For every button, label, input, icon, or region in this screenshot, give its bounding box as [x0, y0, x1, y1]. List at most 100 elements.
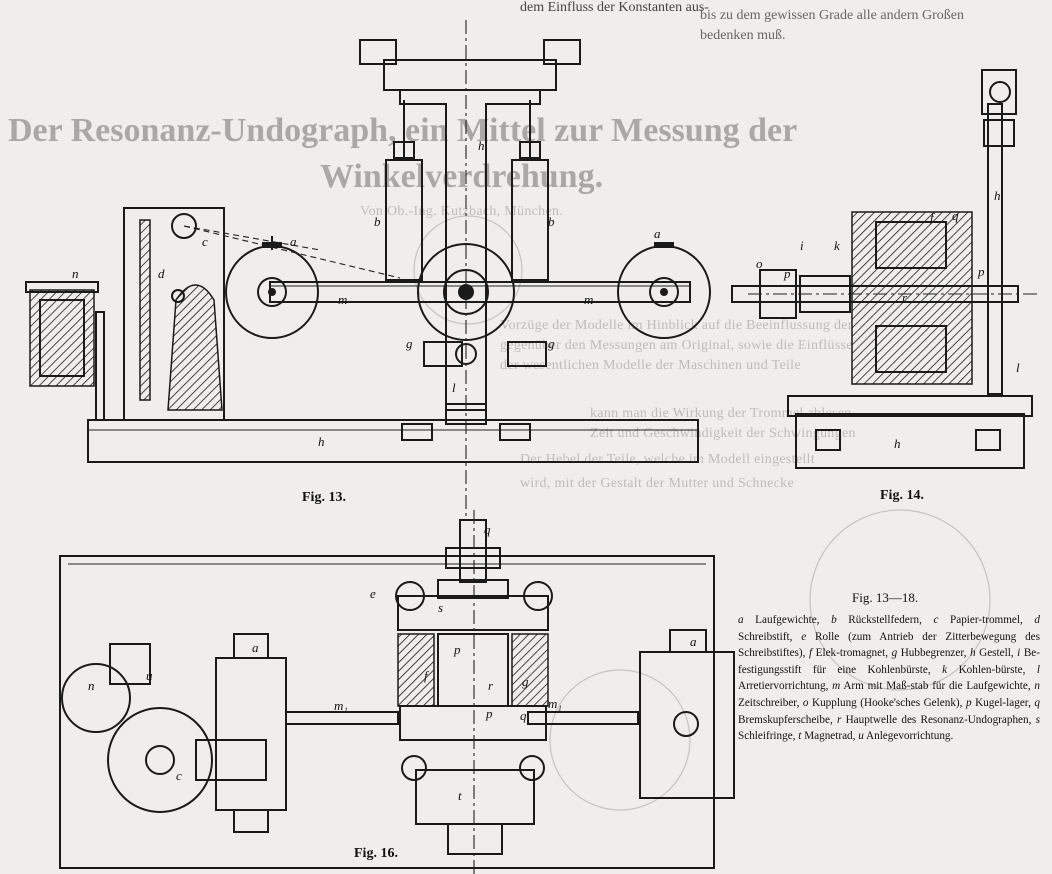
legend-entry-text: Magnetrad, — [801, 730, 859, 743]
part-label-a2: a — [654, 226, 661, 241]
legend-entry: f Elek-tromagnet, — [809, 647, 892, 659]
legend-entry-text: Rolle (zum Antrieb der Zitterbewegung de… — [738, 630, 1040, 660]
legend-entry-text: Be-festigungsstift für eine Kohlenbürste… — [738, 647, 1040, 676]
part-label-k: k — [834, 238, 840, 253]
part-label-n2: n — [88, 678, 95, 693]
legend-entry-text: Anlegevorrichtung. — [863, 730, 954, 743]
figure-14-drawing: f q h o i k p p r l h — [731, 69, 1040, 469]
legend-entry: u Anlegevorrichtung. — [858, 730, 953, 742]
legend-entry: h Gestell, — [970, 647, 1017, 659]
legend-entry-letter: g — [891, 647, 898, 660]
legend-entry-letter: e — [801, 630, 807, 643]
bleed-heading-line2: Winkelverdrehung. — [320, 158, 604, 195]
legend-entry: m Arm mit Maß-stab für die Laufgewichte, — [832, 680, 1034, 692]
part-label-l: l — [452, 380, 456, 395]
part-label-o: o — [756, 256, 763, 271]
legend-entry-text: Schleifringe, — [738, 730, 799, 743]
part-label-h4: h — [894, 436, 901, 451]
legend-entry-text: Kupplung (Hooke'sches Gelenk), — [808, 696, 966, 709]
figure-13-drawing: n c d a m b b h g g l h m a — [25, 20, 711, 520]
part-label-u: u — [146, 668, 153, 683]
legend-entry-text: Laufgewichte, — [743, 614, 832, 626]
bleed-body-line: der wesentlichen Modelle der Maschinen u… — [500, 358, 801, 373]
bleed-body-line: gegenüber den Messungen am Original, sow… — [500, 338, 853, 353]
legend-entry-text: Hubbegrenzer, — [897, 647, 970, 660]
legend: a Laufgewichte, b Rückstellfedern, c Pap… — [738, 612, 1040, 745]
part-label-p3: p — [453, 642, 461, 657]
part-label-e: e — [370, 586, 376, 601]
part-label-h: h — [478, 138, 485, 153]
legend-entry-letter: r — [836, 713, 842, 726]
part-label-r2: r — [488, 678, 494, 693]
part-label-c: c — [202, 234, 208, 249]
fig16-label: Fig. 16. — [354, 846, 398, 861]
fig14-label: Fig. 14. — [880, 488, 924, 503]
legend-entry: d Schreibstift, — [738, 614, 1040, 643]
legend-entry: b Rückstellfedern, — [831, 614, 933, 626]
legend-entry-letter: m — [832, 680, 841, 693]
part-label-g: g — [406, 336, 413, 351]
part-label-m1: m₁ — [334, 698, 348, 713]
part-label-b: b — [374, 214, 381, 229]
part-label-g2: g — [548, 336, 555, 351]
part-label-p: p — [783, 266, 791, 281]
bleed-body-line: Der Hebel der Teile, welche im Modell ei… — [520, 452, 815, 467]
legend-title: Fig. 13—18. — [852, 590, 919, 605]
top-text-line: bis zu dem gewissen Grade alle andern Gr… — [700, 8, 964, 23]
part-label-m2: m — [584, 292, 593, 307]
legend-entry-letter: s — [1035, 713, 1041, 726]
part-label-a3: a — [252, 640, 259, 655]
part-label-d: d — [158, 266, 165, 281]
legend-entry: e Rolle (zum Antrieb der Zitterbewegung … — [738, 631, 1040, 660]
legend-entry-letter: t — [798, 730, 802, 743]
figure-16-drawing: q s e p f r g p q t a m₁ m₁ a c n u — [59, 510, 735, 874]
part-label-n: n — [72, 266, 79, 281]
legend-entry-text: Papier-trommel, — [938, 614, 1035, 626]
part-label-a4: a — [690, 634, 697, 649]
legend-entry-letter: u — [858, 730, 864, 743]
legend-entry: g Hubbegrenzer, — [892, 647, 970, 659]
legend-entry-letter: h — [969, 647, 976, 660]
legend-entry-text: Rückstellfedern, — [836, 614, 934, 626]
part-label-q3: q — [484, 522, 491, 537]
part-label-i: i — [800, 238, 804, 253]
bleed-body-line: wird, mit der Gestalt der Mutter und Sch… — [520, 476, 794, 491]
part-label-f2: f — [424, 668, 430, 683]
legend-entry-text: Kugel-lager, — [971, 696, 1035, 709]
legend-entry-text: Bremskupferscheibe, — [738, 713, 837, 726]
part-label-b2: b — [548, 214, 555, 229]
part-label-g3: g — [522, 674, 529, 689]
legend-entry-text: Schreibstift, — [738, 630, 802, 643]
legend-entry-letter: n — [1034, 680, 1040, 693]
legend-entry-text: Gestell, — [975, 647, 1018, 660]
legend-entry: o Kupplung (Hooke'sches Gelenk), — [803, 697, 966, 709]
part-label-m1b: m₁ — [548, 696, 562, 711]
part-label-q4: q — [520, 708, 527, 723]
legend-entry-letter: p — [965, 696, 972, 709]
part-label-p2: p — [977, 264, 985, 279]
bleed-body-line: Vorzüge der Modelle im Hinblick auf die … — [500, 318, 916, 333]
fig13-label: Fig. 13. — [302, 490, 346, 505]
legend-entry: s Schleifringe, — [738, 714, 1040, 743]
part-label-t: t — [458, 788, 462, 803]
legend-entry-letter: k — [942, 663, 948, 676]
part-label-l2: l — [1016, 360, 1020, 375]
legend-entry: t Magnetrad, — [798, 730, 858, 742]
part-label-m: m — [338, 292, 347, 307]
top-text-line: bedenken muß. — [700, 28, 786, 43]
legend-entry-text: Arm mit Maß-stab für die Laufgewichte, — [840, 680, 1035, 693]
part-label-s: s — [438, 600, 443, 615]
legend-entry-text: Zeitschreiber, — [738, 696, 803, 709]
legend-entry-text: Kohlen-bürste, — [947, 663, 1037, 676]
bleed-body-line: kann man die Wirkung der Trommel ablesen — [590, 406, 852, 421]
legend-entry: c Papier-trommel, — [933, 614, 1034, 626]
part-label-p4: p — [485, 706, 493, 721]
legend-entry-letter: q — [1034, 696, 1040, 709]
legend-entry: l Arretiervorrichtung, — [738, 664, 1040, 693]
legend-entry-letter: d — [1034, 614, 1040, 626]
legend-entry-text: Arretiervorrichtung, — [738, 680, 833, 693]
part-label-f: f — [930, 210, 936, 225]
legend-entry: q Bremskupferscheibe, — [738, 697, 1040, 726]
legend-entry-letter: i — [1017, 647, 1021, 660]
